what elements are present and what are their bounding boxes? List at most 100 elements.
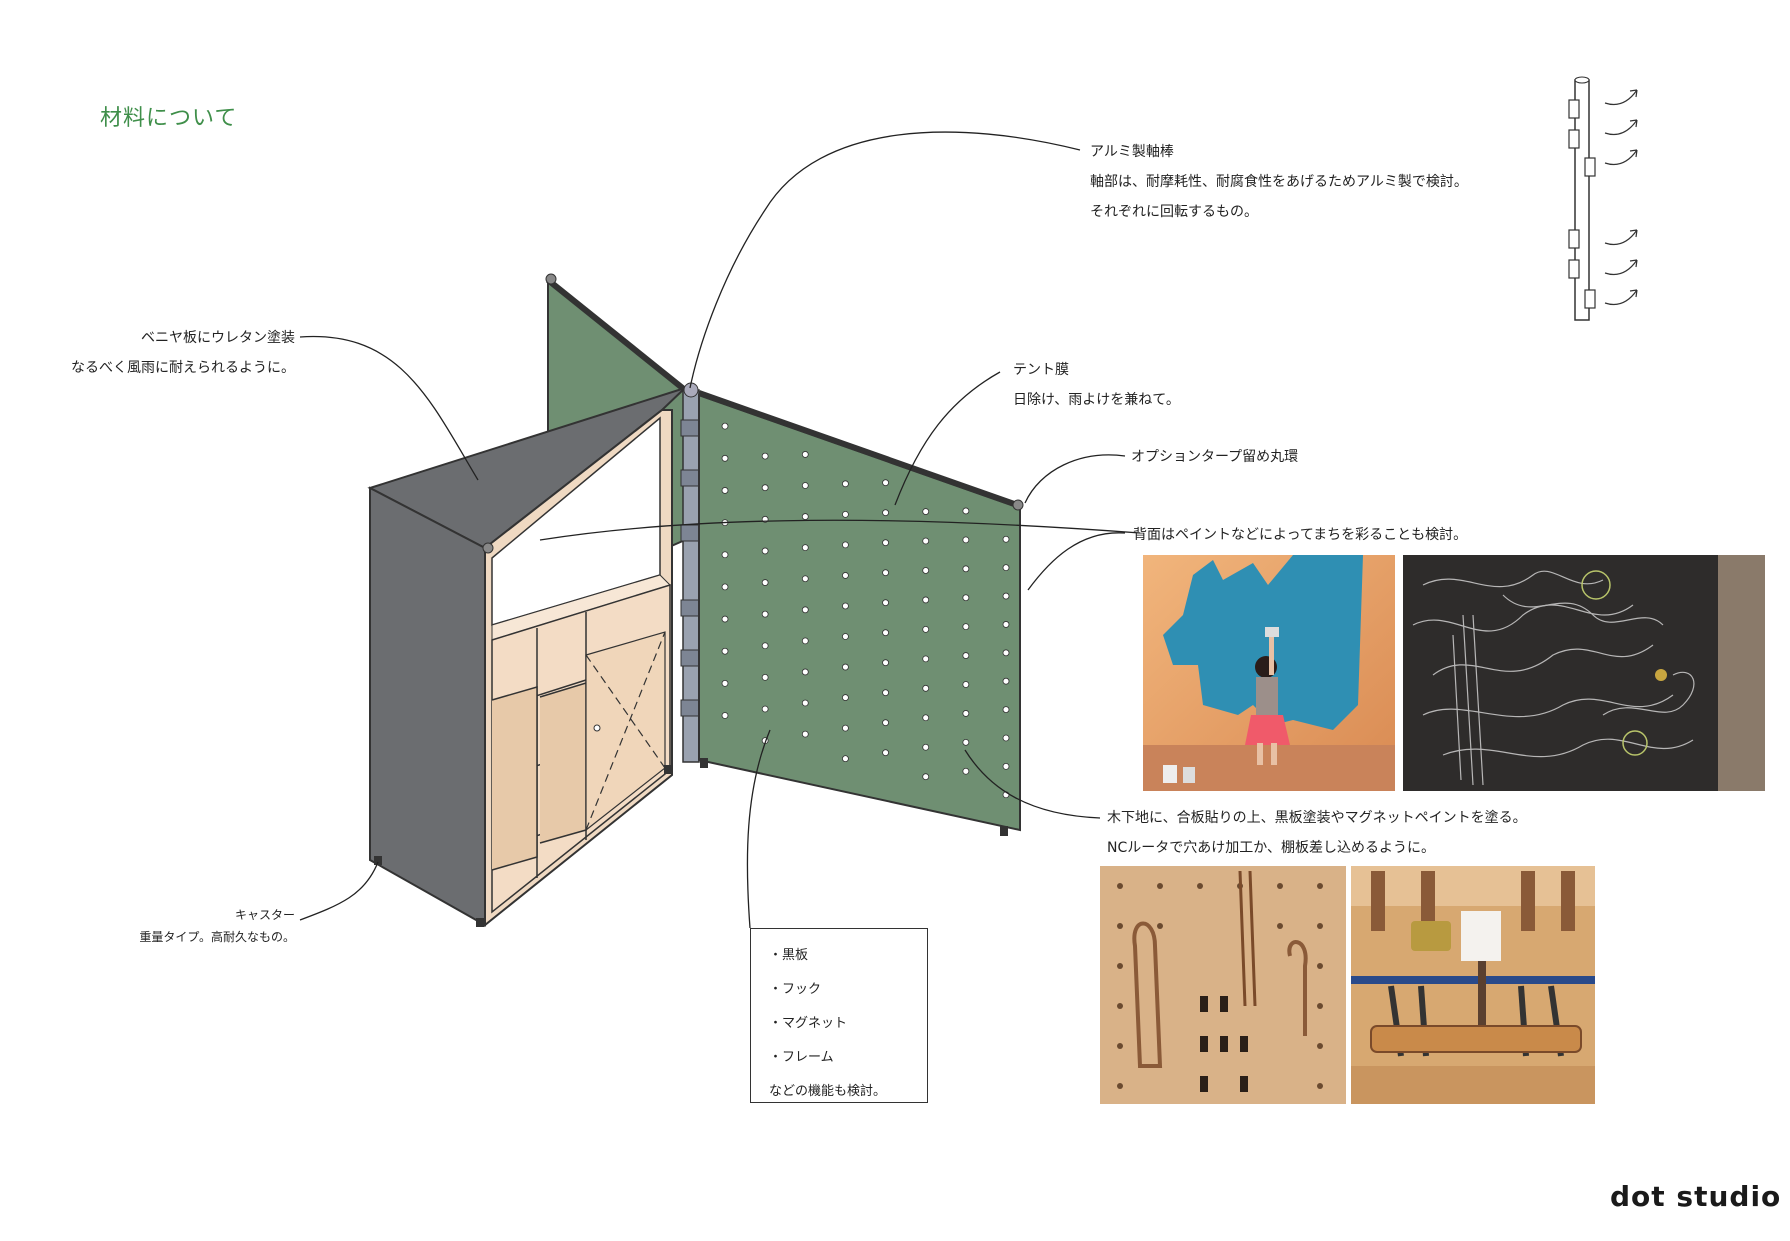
peg-hole — [761, 705, 769, 713]
note-option: オプションタープ留め丸環 — [1131, 442, 1298, 472]
note-aluminum: アルミ製軸棒 軸部は、耐摩耗性、耐腐食性をあげるためアルミ製で検討。 それぞれに… — [1090, 137, 1468, 227]
peg-hole — [842, 541, 849, 549]
peg-hole — [1002, 535, 1010, 543]
peg-hole — [801, 575, 809, 583]
peg-hole — [882, 659, 889, 667]
peg-hole — [922, 537, 930, 545]
peg-hole — [922, 508, 930, 515]
note-caster: キャスター 重量タイプ。高耐久なもの。 — [100, 904, 295, 948]
peg-hole — [1002, 564, 1010, 572]
photo-pegboard-leather — [1100, 866, 1346, 1104]
rotation-hinge — [1568, 99, 1580, 119]
peg-hole — [721, 712, 729, 719]
front-panel-foot — [1000, 826, 1008, 836]
peg-hole — [922, 684, 930, 692]
rotation-arrow-icon — [1604, 149, 1638, 166]
pole-cap — [683, 382, 699, 398]
rotation-arrow-icon — [1604, 89, 1638, 106]
peg-hole — [761, 515, 769, 523]
peg-hole — [842, 663, 849, 671]
peg-hole — [1002, 734, 1010, 742]
note-tent-line1: テント膜 — [1013, 362, 1069, 378]
peg-hole — [801, 699, 809, 707]
rotation-hinge — [1568, 259, 1580, 279]
note-caster-line1: キャスター — [234, 908, 295, 922]
peg-hole — [962, 738, 970, 746]
peg-hole — [882, 719, 889, 727]
cabinet-pin — [482, 542, 494, 554]
feature-item: ・マグネット — [769, 1016, 848, 1031]
feature-item: ・フック — [769, 982, 822, 997]
peg-hole — [842, 633, 849, 640]
front-pegboard-panel — [698, 393, 1021, 832]
peg-hole — [842, 572, 849, 579]
peg-hole — [721, 519, 729, 527]
peg-hole — [1002, 791, 1010, 799]
peg-hole — [1002, 592, 1010, 600]
peg-hole — [761, 579, 769, 586]
peg-hole — [882, 629, 889, 637]
peg-hole — [842, 480, 849, 488]
rotation-arrow-icon — [1604, 229, 1638, 246]
peg-hole — [882, 569, 889, 577]
peg-hole — [882, 479, 889, 487]
peg-hole — [882, 599, 889, 607]
peg-hole — [922, 625, 930, 633]
peg-hole — [801, 482, 809, 489]
photo-child-painting — [1143, 555, 1395, 791]
features-box: ・黒板 ・フック ・マグネット ・フレーム などの機能も検討。 — [750, 928, 928, 1103]
note-aluminum-line2: それぞれに回転するもの。 — [1090, 204, 1258, 220]
rotation-hinge — [1568, 229, 1580, 249]
feature-item: ・黒板 — [769, 948, 809, 963]
peg-hole — [721, 454, 729, 462]
peg-hole — [882, 509, 889, 517]
photo-chalkboard — [1403, 555, 1765, 791]
peg-hole — [761, 673, 769, 681]
peg-hole — [801, 451, 809, 458]
peg-hole — [882, 689, 889, 697]
peg-hole — [801, 668, 809, 676]
peg-hole — [1002, 762, 1010, 770]
peg-hole — [962, 681, 970, 688]
peg-hole — [761, 547, 769, 555]
door-knob — [593, 724, 601, 732]
tarp-ring — [1012, 499, 1024, 511]
peg-hole — [922, 596, 930, 604]
page-title: 材料について — [100, 106, 238, 131]
note-caster-line2: 重量タイプ。高耐久なもの。 — [139, 930, 295, 944]
caster — [476, 918, 484, 927]
note-tent-line2: 日除け、雨よけを兼ねて。 — [1013, 392, 1180, 408]
note-aluminum-heading: アルミ製軸棒 — [1090, 144, 1174, 160]
peg-hole — [842, 602, 849, 610]
peg-hole — [801, 730, 809, 738]
pole-hinges — [680, 419, 702, 717]
caster — [374, 856, 382, 865]
note-veneer: ベニヤ板にウレタン塗装 なるべく風雨に耐えられるように。 — [60, 323, 295, 383]
peg-hole — [721, 615, 729, 623]
rotation-arrow-icon — [1604, 259, 1638, 276]
peg-hole — [962, 767, 970, 775]
note-wood-line1: 木下地に、合板貼りの上、黒板塗装やマグネットペイントを塗る。 — [1107, 810, 1527, 826]
note-option-line1: オプションタープ留め丸環 — [1131, 449, 1299, 465]
peg-hole — [962, 594, 970, 602]
note-wood: 木下地に、合板貼りの上、黒板塗装やマグネットペイントを塗る。 NCルータで穴あけ… — [1107, 803, 1527, 863]
peg-hole — [882, 539, 889, 547]
back-panel-pin — [545, 273, 557, 285]
peg-hole — [1002, 677, 1010, 685]
peg-hole — [1002, 649, 1010, 657]
cabinet-side — [369, 486, 486, 927]
feature-item: ・フレーム — [769, 1050, 834, 1065]
peg-hole — [882, 749, 889, 757]
peg-hole — [962, 565, 970, 573]
note-tent: テント膜 日除け、雨よけを兼ねて。 — [1013, 355, 1180, 415]
peg-hole — [801, 513, 809, 520]
peg-hole — [1002, 621, 1010, 628]
front-panel-foot — [700, 758, 708, 768]
peg-hole — [842, 694, 849, 701]
back-panel-top-edge — [546, 277, 687, 393]
peg-hole — [761, 610, 769, 618]
peg-hole — [761, 642, 769, 650]
peg-hole — [761, 484, 769, 492]
peg-hole — [801, 544, 809, 552]
note-back: 背面はペイントなどによってまちを彩ることも検討。 — [1133, 520, 1467, 550]
